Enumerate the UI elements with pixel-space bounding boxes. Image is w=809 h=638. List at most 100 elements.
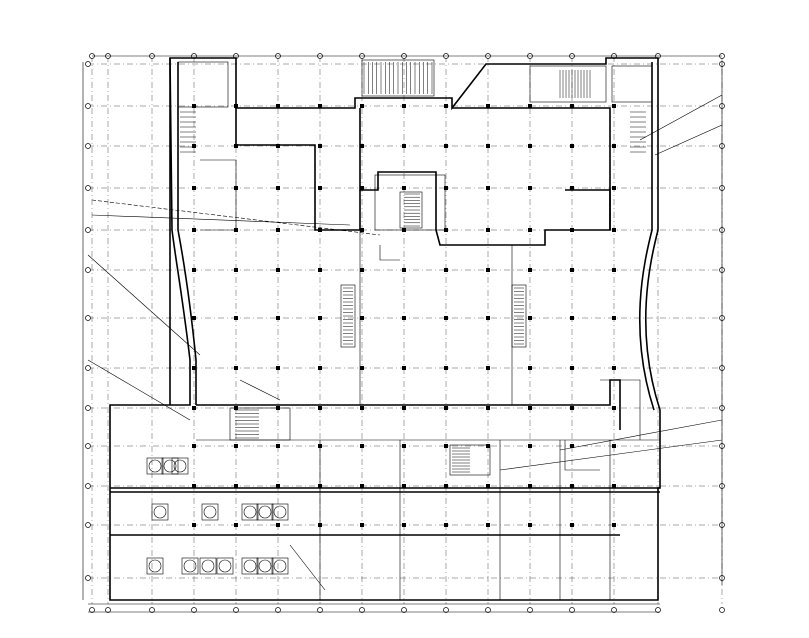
column	[234, 186, 238, 190]
column	[612, 144, 616, 148]
column	[276, 316, 280, 320]
fan-circle	[148, 459, 162, 473]
column	[528, 444, 532, 448]
column	[192, 406, 196, 410]
column	[192, 523, 196, 527]
column	[318, 228, 322, 232]
column	[570, 144, 574, 148]
column	[528, 186, 532, 190]
column	[612, 406, 616, 410]
column	[360, 228, 364, 232]
column	[192, 228, 196, 232]
column	[192, 484, 196, 488]
column	[444, 268, 448, 272]
fan-circle	[243, 559, 257, 573]
column	[444, 316, 448, 320]
chiller-unit	[201, 503, 219, 521]
column	[570, 228, 574, 232]
column	[612, 186, 616, 190]
column	[528, 523, 532, 527]
column	[360, 104, 364, 108]
column	[318, 104, 322, 108]
column	[528, 228, 532, 232]
column	[528, 484, 532, 488]
column	[318, 444, 322, 448]
column	[570, 523, 574, 527]
column	[318, 484, 322, 488]
stair-core-top-left	[177, 61, 229, 108]
column	[402, 268, 406, 272]
grid-bubble-left	[85, 522, 91, 528]
column	[276, 268, 280, 272]
column	[486, 316, 490, 320]
column	[318, 523, 322, 527]
column	[192, 366, 196, 370]
column	[276, 366, 280, 370]
column	[570, 104, 574, 108]
column	[612, 523, 616, 527]
stair-core-top-right	[529, 65, 653, 103]
chiller-unit	[171, 457, 189, 475]
chiller-unit	[199, 557, 217, 575]
column	[192, 186, 196, 190]
grid-bubble-left	[85, 227, 91, 233]
column	[486, 406, 490, 410]
chiller-unit	[271, 557, 289, 575]
column	[360, 444, 364, 448]
column	[570, 366, 574, 370]
column	[570, 186, 574, 190]
column	[318, 268, 322, 272]
column	[402, 523, 406, 527]
grid-bubble-bottom	[611, 607, 617, 613]
column	[192, 104, 196, 108]
column	[318, 144, 322, 148]
column	[234, 366, 238, 370]
column	[360, 484, 364, 488]
mechanical-equipment	[146, 457, 289, 575]
chiller-unit	[241, 503, 259, 521]
column	[360, 523, 364, 527]
bottom-dimension-line	[88, 603, 660, 613]
column	[444, 228, 448, 232]
column	[612, 268, 616, 272]
column	[402, 316, 406, 320]
column	[234, 523, 238, 527]
grid-bubble-left	[85, 443, 91, 449]
column	[234, 444, 238, 448]
fan-circle	[183, 559, 197, 573]
column	[612, 228, 616, 232]
column	[570, 316, 574, 320]
grid-bubble-left	[85, 103, 91, 109]
grid-bubble-bottom	[317, 607, 323, 613]
column	[234, 316, 238, 320]
grid-bubble-bottom	[89, 607, 95, 613]
column	[402, 444, 406, 448]
column	[192, 268, 196, 272]
fan-circle	[201, 559, 215, 573]
column	[612, 366, 616, 370]
grid-bubble-bottom	[569, 607, 575, 613]
grid-bubble-bottom	[719, 607, 725, 613]
column	[360, 186, 364, 190]
stair-core-top-center	[361, 59, 435, 97]
column	[486, 268, 490, 272]
grid-bubble-bottom	[191, 607, 197, 613]
column	[444, 444, 448, 448]
grid-bubble-left	[85, 405, 91, 411]
column	[528, 366, 532, 370]
column	[570, 444, 574, 448]
column	[486, 186, 490, 190]
fan-circle	[273, 559, 287, 573]
column	[486, 444, 490, 448]
chiller-unit	[161, 457, 179, 475]
fan-circle	[148, 559, 162, 573]
column	[402, 484, 406, 488]
column	[402, 186, 406, 190]
fan-circle	[243, 505, 257, 519]
column	[570, 268, 574, 272]
column	[276, 484, 280, 488]
column	[318, 366, 322, 370]
fan-circle	[218, 559, 232, 573]
column	[444, 406, 448, 410]
